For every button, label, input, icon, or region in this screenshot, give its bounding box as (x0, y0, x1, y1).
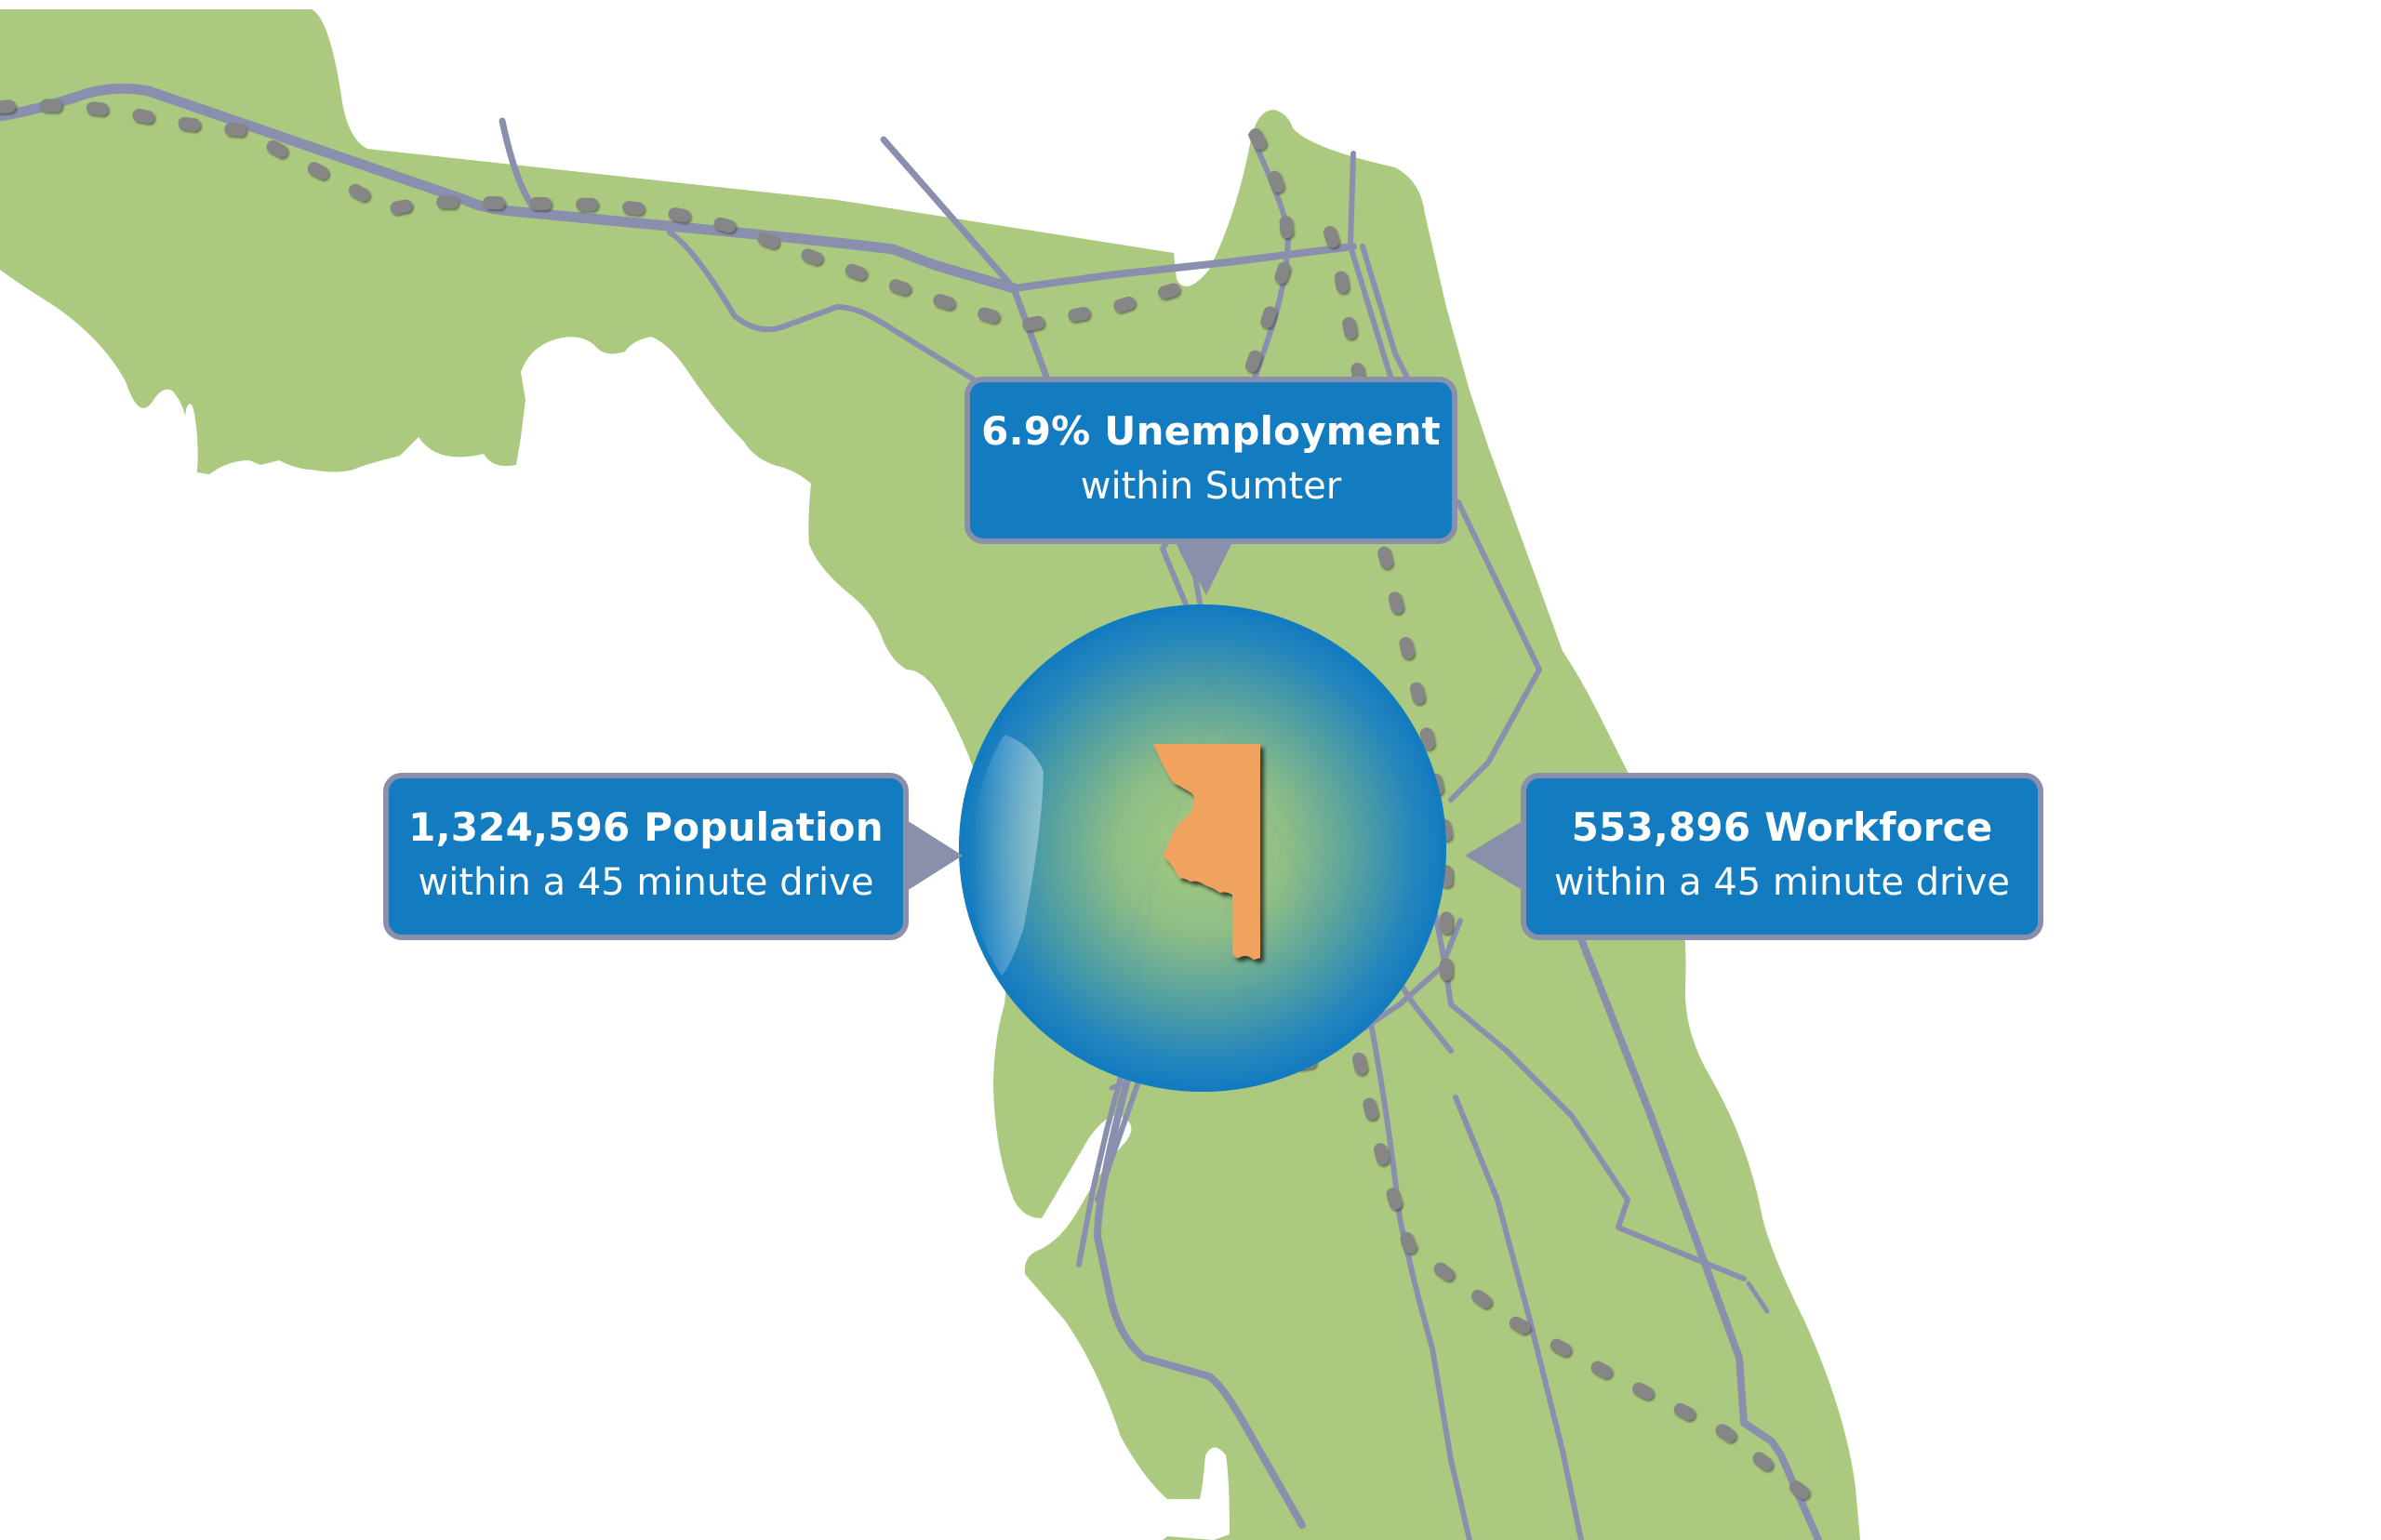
workforce-headline: 553,896 Workforce (1571, 803, 1993, 850)
workforce-subline: within a 45 minute drive (1554, 861, 2010, 905)
unemployment-subline: within Sumter (1080, 465, 1342, 509)
globe-highlight (972, 735, 1044, 986)
workforce-callout: 553,896 Workforce within a 45 minute dri… (1521, 773, 2043, 940)
unemployment-headline: 6.9% Unemployment (981, 407, 1441, 454)
unemployment-callout: 6.9% Unemployment within Sumter (964, 377, 1457, 544)
population-headline: 1,324,596 Population (408, 803, 884, 850)
workforce-pointer (1465, 820, 1523, 891)
population-subline: within a 45 minute drive (418, 861, 874, 905)
sumter-county-shape (1153, 744, 1260, 960)
population-callout: 1,324,596 Population within a 45 minute … (383, 773, 909, 940)
bay-inlet-west (183, 404, 198, 485)
population-pointer (907, 820, 963, 891)
unemployment-pointer (1178, 542, 1232, 595)
